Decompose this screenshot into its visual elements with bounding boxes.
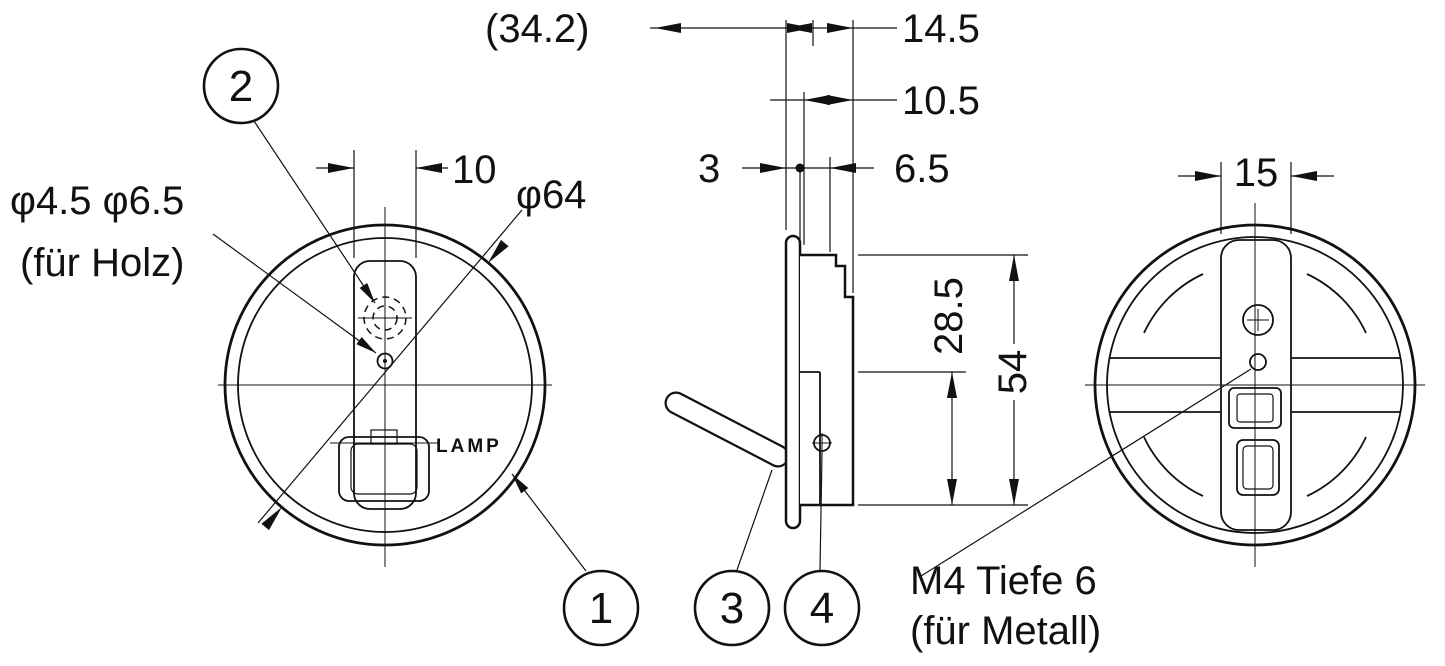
hole-dashed-inner (372, 305, 398, 331)
arrowhead (827, 95, 853, 105)
callout-3-number: 3 (720, 584, 744, 633)
m4-thread-label: M4 Tiefe 6 (910, 559, 1097, 603)
diameter-line (257, 209, 523, 524)
hole-note-label: (für Holz) (20, 241, 184, 285)
grip-outer (338, 436, 430, 502)
arrowhead (786, 23, 812, 33)
rear-view: 15 M4 Tiefe 6 (für Metall) (910, 151, 1425, 653)
hole-labels: φ4.5 φ6.5 (für Holz) (10, 179, 377, 354)
arrowhead (804, 95, 830, 105)
front-view: LAMP 10 φ64 φ4.5 φ6.5 (für Holz) (10, 148, 586, 567)
leader-line (212, 233, 377, 354)
arrowhead (356, 337, 376, 353)
callout-4-leader (819, 452, 823, 571)
rear-arc-br (1306, 436, 1367, 497)
rear-arc-tr (1306, 273, 1367, 334)
dim-34-2-label: (34.2) (485, 7, 590, 51)
grip-inner (350, 443, 418, 495)
rear-inner-circle (1106, 236, 1404, 534)
arrowhead (328, 163, 354, 173)
leader-line (920, 368, 1252, 577)
hook-fill (666, 393, 788, 466)
arrowhead (359, 283, 375, 303)
dim-dot (795, 163, 805, 173)
arrowhead (1195, 171, 1221, 181)
grip-tab (370, 429, 398, 445)
dim-6-5-label: 6.5 (894, 147, 950, 191)
callout-3-leader (736, 469, 773, 571)
rear-latch-outer (1228, 387, 1282, 429)
dim-54: 54 (858, 254, 1035, 505)
m4-note: M4 Tiefe 6 (für Metall) (910, 368, 1252, 653)
callout-4-balloon (783, 569, 861, 647)
rear-hook-box-inner (1242, 445, 1274, 490)
flange (784, 234, 802, 530)
arrowhead (1009, 255, 1019, 281)
rear-latch-inner (1236, 393, 1274, 423)
dim-3-and-6-5: 3 6.5 (698, 147, 950, 191)
arrowhead (1009, 479, 1019, 505)
rear-outer-circle (1093, 223, 1417, 547)
arrowhead (947, 372, 957, 398)
hole-dia-label: φ4.5 φ6.5 (10, 179, 184, 223)
dim-14-5-label: 14.5 (902, 7, 980, 51)
rear-hook-box-outer (1236, 439, 1280, 496)
callout-1-balloon (562, 569, 640, 647)
dim-15-label: 15 (1234, 151, 1279, 195)
dia64-label: φ64 (516, 173, 586, 217)
callout-2-leader (253, 120, 376, 304)
rear-center-channel (1220, 239, 1292, 531)
arrowhead (830, 163, 856, 173)
callout-2-balloon (202, 47, 280, 125)
dim-10-label: 10 (452, 148, 497, 192)
m4-metal-note: (für Metall) (910, 609, 1101, 653)
front-finger-slot (353, 260, 417, 510)
callouts: 2 1 3 4 (202, 47, 861, 647)
dim-28-5: 28.5 (858, 277, 1028, 506)
dim-10: 10 (316, 148, 497, 258)
dim-dia64: φ64 (257, 173, 586, 531)
rear-arc-bl (1143, 436, 1204, 497)
arrowhead (512, 474, 529, 494)
brand-label: LAMP (436, 436, 502, 457)
body-profile (800, 253, 855, 507)
dim-54-label: 54 (991, 350, 1035, 395)
arrowhead (261, 507, 282, 531)
dim-28-5-label: 28.5 (927, 277, 971, 355)
pilot-hole (376, 352, 394, 370)
pilot-hole-center (383, 359, 387, 363)
arrowhead (947, 479, 957, 505)
arrowhead (827, 23, 853, 33)
front-outer-circle (223, 223, 547, 547)
dim-10-5: 10.5 (770, 79, 980, 123)
dim-34-2-and-14-5: (34.2) 14.5 (485, 7, 980, 51)
arrowhead (655, 23, 681, 33)
callout-4-number: 4 (810, 584, 834, 633)
rear-m4-hole (1249, 353, 1267, 371)
arrowhead (416, 163, 442, 173)
arrowhead (1291, 171, 1317, 181)
arrowhead (760, 163, 786, 173)
callout-1-number: 1 (589, 584, 613, 633)
dim-10-5-label: 10.5 (902, 79, 980, 123)
callout-2-number: 2 (229, 62, 253, 111)
front-inner-circle (237, 237, 533, 533)
dim-15: 15 (1178, 151, 1334, 234)
dim-3-label: 3 (698, 147, 720, 191)
rear-screw-boss (1242, 304, 1274, 336)
hole-dashed-outer (363, 296, 407, 340)
callout-3-balloon (693, 569, 771, 647)
side-view: (34.2) 14.5 10.5 3 6.5 28.5 (485, 7, 1035, 530)
arrowhead (488, 239, 509, 263)
rear-arc-tl (1143, 273, 1204, 334)
